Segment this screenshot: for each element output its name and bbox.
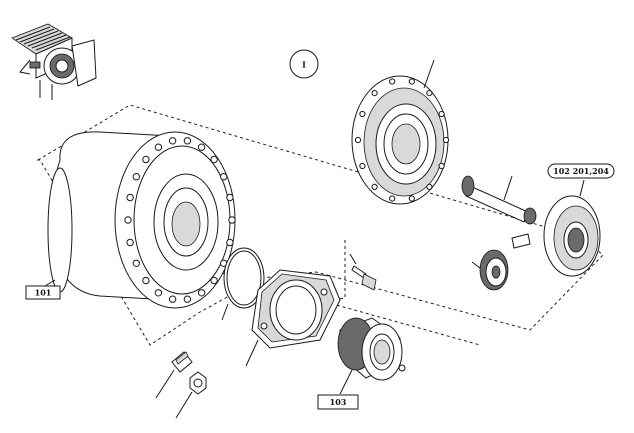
bolt-hole — [124, 216, 132, 224]
bolt-hole — [168, 137, 177, 145]
ring-gear-disc — [351, 59, 450, 205]
planet-carrier-102 — [511, 179, 601, 277]
bolt-hole — [126, 238, 134, 247]
gear-housing-101 — [47, 131, 236, 309]
machine-thumbnail — [10, 23, 100, 100]
bolt-hole — [408, 195, 415, 202]
bolt-hole — [354, 136, 362, 144]
bolt-hole — [371, 183, 378, 190]
bolt-hole — [371, 90, 378, 97]
disc-bolt-holes — [354, 78, 450, 202]
bolt-hole — [438, 110, 445, 118]
callout-101-text: 101 — [35, 288, 52, 298]
bolt-hole — [226, 238, 234, 247]
bolt-hole — [226, 193, 234, 202]
bolt-hole — [359, 162, 366, 170]
bolt-hole — [154, 289, 163, 297]
callout-102: 102 201,204 — [547, 163, 615, 179]
bolt-hole — [197, 289, 206, 297]
bolt-hole — [126, 193, 134, 202]
o-ring — [221, 247, 265, 321]
planet-gear — [471, 249, 509, 291]
bolt-hole — [210, 155, 218, 164]
bolt-hole — [197, 143, 206, 151]
bolt-hole — [228, 216, 236, 224]
bolt-hole — [220, 173, 228, 181]
bolt-hole — [154, 143, 163, 151]
bolt-hole — [408, 78, 415, 85]
bolt-hole — [183, 137, 192, 145]
bolt-hole — [132, 173, 141, 181]
leader-101 — [44, 279, 56, 287]
hex-nut — [175, 371, 207, 419]
bolt-hole — [438, 162, 445, 170]
bolt-hole — [389, 195, 396, 202]
bolt-hole — [210, 276, 218, 285]
callout-101: 101 — [25, 285, 61, 300]
callout-102-text: 102 201,204 — [553, 166, 609, 176]
bolt-hole — [426, 90, 433, 97]
plug-fitting — [155, 351, 193, 399]
housing-bolt-holes — [124, 137, 236, 303]
drive-shaft — [461, 175, 537, 225]
bolt-hole — [389, 78, 396, 85]
bearing-103 — [337, 317, 406, 395]
bolt-hole — [168, 295, 177, 303]
bolt-hole — [359, 110, 366, 118]
callout-103-text: 103 — [330, 397, 347, 407]
bolt — [349, 253, 377, 291]
callout-103: 103 — [317, 394, 359, 410]
bolt-hole — [183, 295, 192, 303]
bolt-hole — [442, 136, 450, 144]
sheet-marker-text: I — [302, 60, 306, 70]
bolt-hole — [426, 183, 433, 190]
sheet-marker: I — [289, 49, 319, 79]
cover-plate — [245, 269, 341, 367]
bolt-hole — [142, 155, 150, 164]
bolt-hole — [142, 276, 150, 285]
bolt-hole — [132, 259, 141, 267]
